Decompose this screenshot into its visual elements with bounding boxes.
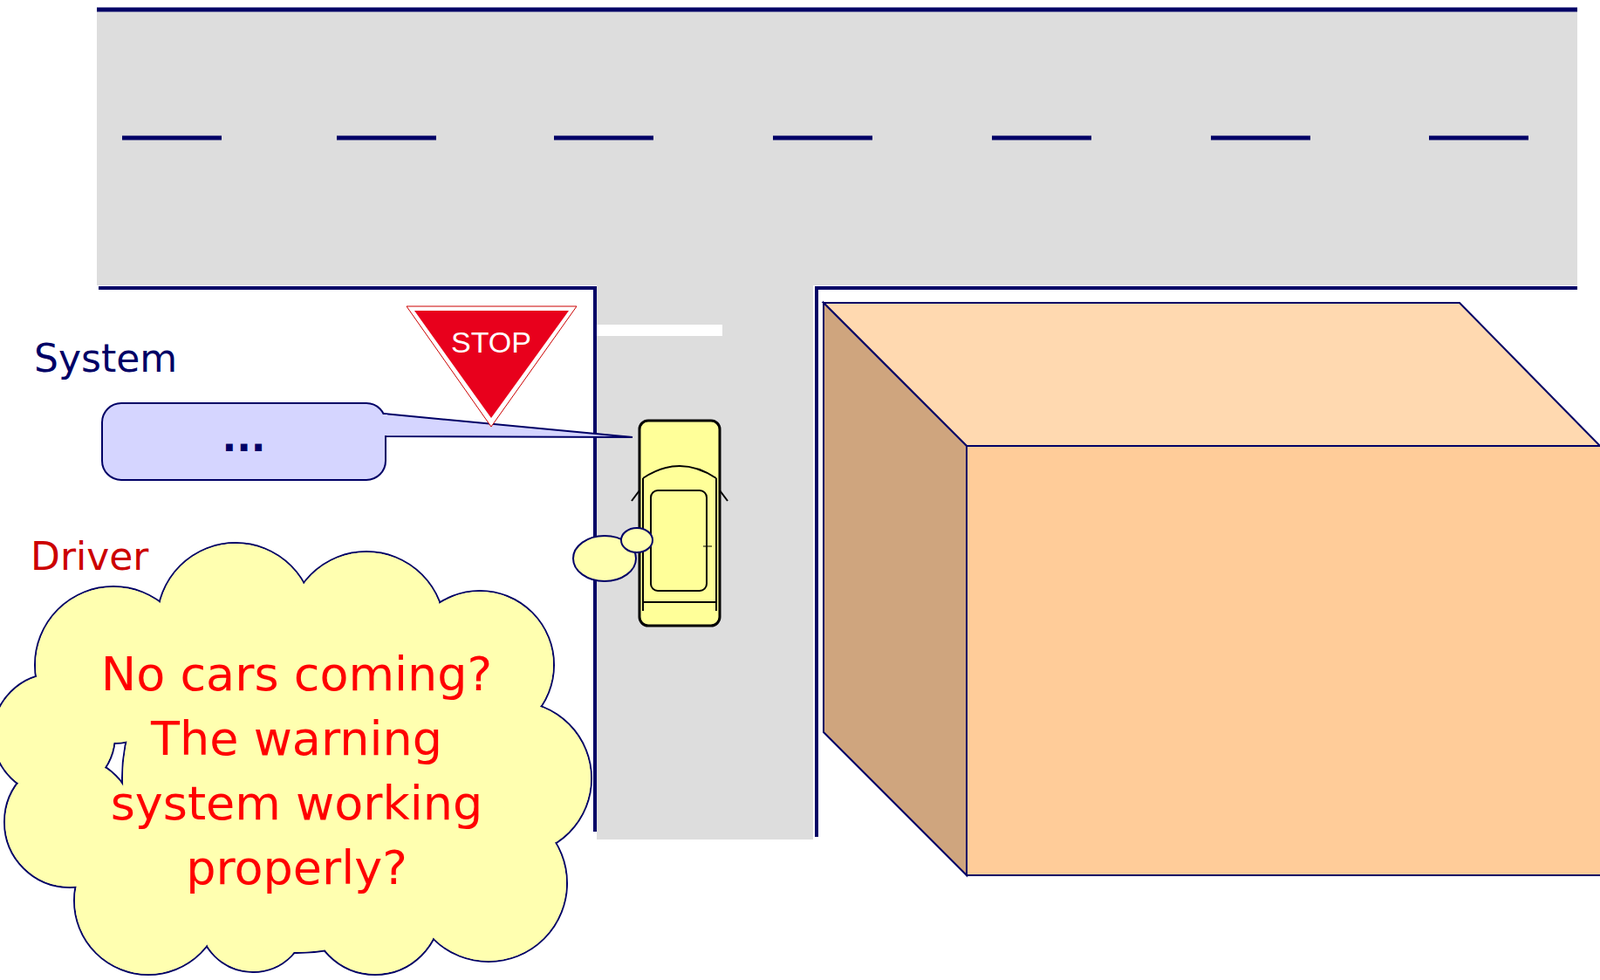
stop-line bbox=[596, 324, 723, 336]
building-front bbox=[966, 445, 1600, 876]
thought-cloud: Driver No cars coming? The warning system… bbox=[0, 533, 602, 976]
main-road bbox=[96, 10, 1578, 286]
building-side bbox=[823, 302, 967, 876]
thought-dot bbox=[621, 527, 653, 553]
stop-sign: STOP bbox=[406, 306, 577, 429]
cloud-fill bbox=[0, 674, 115, 795]
node-outline bbox=[406, 306, 577, 429]
bubble-tail bbox=[383, 413, 633, 438]
car bbox=[631, 420, 728, 626]
sign-face bbox=[414, 310, 569, 418]
sign-text: STOP bbox=[451, 326, 532, 358]
sign-border bbox=[406, 306, 577, 427]
thought-text: No cars coming? The warning system worki… bbox=[69, 642, 524, 901]
bubble-text: ... bbox=[221, 416, 266, 460]
role-label: Driver bbox=[30, 533, 149, 579]
bubble-outline bbox=[102, 403, 386, 480]
center-dashes bbox=[122, 136, 1529, 141]
bubble-tail-join bbox=[382, 414, 388, 436]
speech-bubble: System... bbox=[26, 335, 389, 482]
road-edge bbox=[96, 7, 1578, 13]
role-label: System bbox=[34, 335, 178, 381]
